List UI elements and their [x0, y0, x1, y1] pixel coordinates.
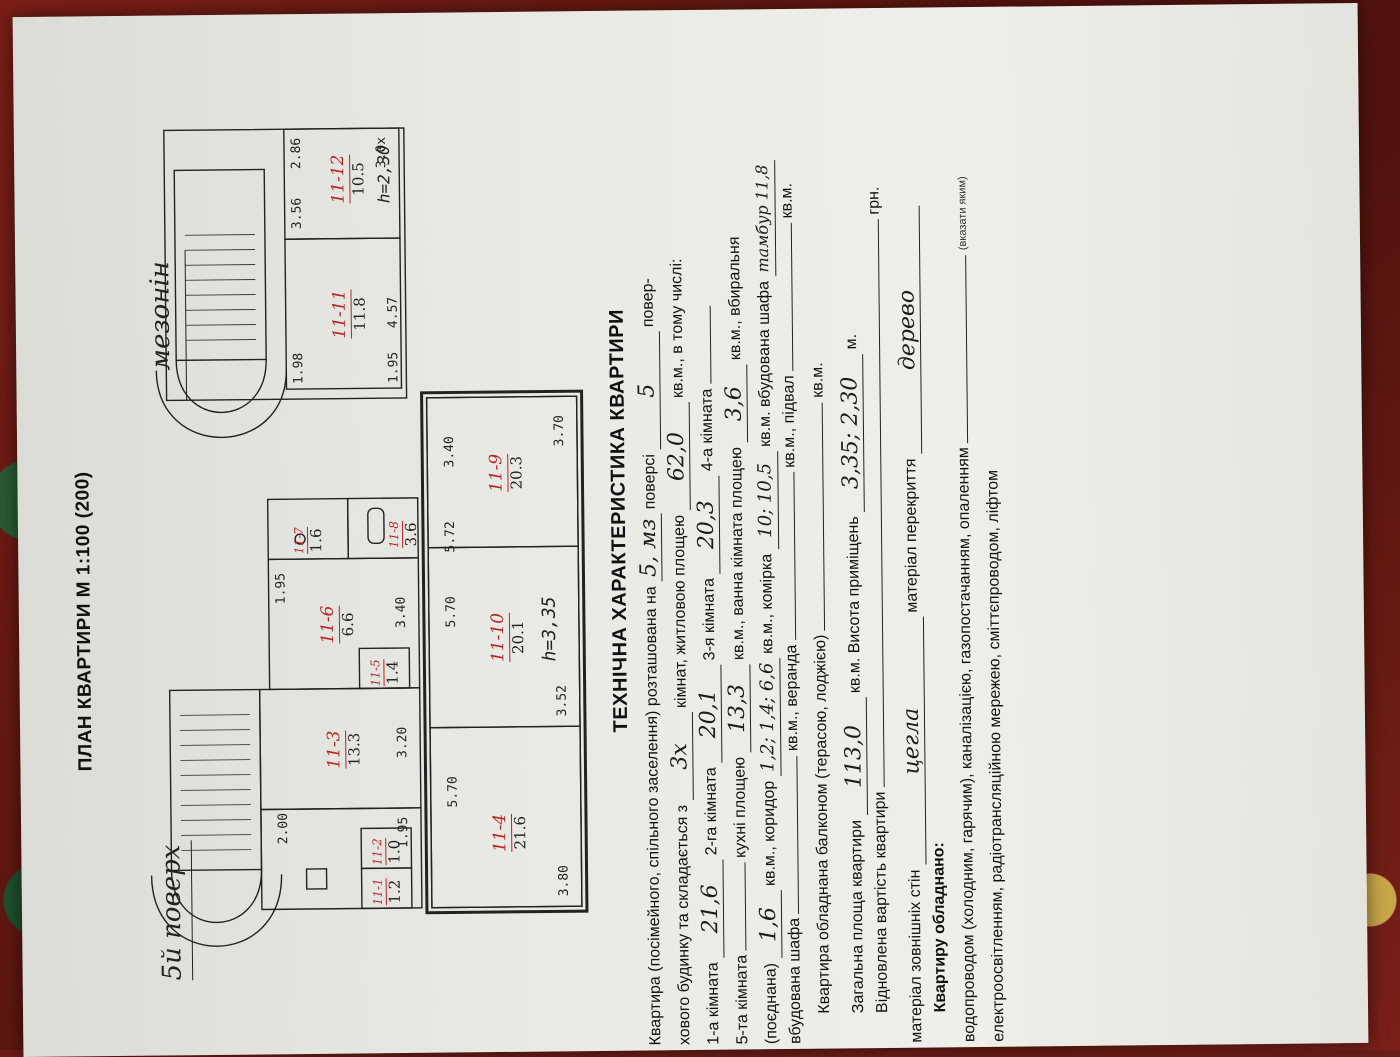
value-floor-material: дерево — [894, 205, 923, 455]
height-main: h=3,35 — [538, 596, 561, 662]
hint: (вказати яким) — [956, 176, 970, 251]
label: 4-а кімната — [698, 388, 717, 472]
tech-characteristics: ТЕХНІЧНА ХАРАКТЕРИСТИКА КВАРТИРИ Квартир… — [602, 0, 1019, 1046]
label: (поєднана) — [762, 962, 781, 1045]
label: кв.м., підвал — [780, 375, 799, 468]
label: поверсі — [641, 454, 659, 510]
label: 2-га кімната — [702, 767, 721, 856]
dimension: 3.40 — [442, 436, 458, 468]
value-living-area: 62,0 — [664, 402, 691, 511]
label: кв.м. — [809, 362, 827, 398]
label: Загальна площа квартири — [848, 819, 868, 1014]
label: кв.м., веранда — [783, 644, 802, 752]
label: кв.м., вбиральня — [725, 236, 745, 361]
value-bathroom: 3,6 — [721, 364, 749, 443]
value-rooms: 3х — [667, 712, 694, 801]
value-storage: 10; 10,5 — [753, 451, 780, 550]
dimension: 3.80 — [556, 864, 572, 897]
label: кв.м. — [778, 182, 796, 219]
label: кімнат, житловою площею — [670, 514, 690, 709]
label: Квартира обладнана балконом (терасою, ло… — [812, 634, 834, 1014]
dimension: 3.20 — [395, 726, 411, 759]
value-room-3: 20,3 — [694, 475, 721, 574]
label: 1-а кімната — [704, 962, 723, 1045]
label: грн. — [865, 186, 883, 215]
label: 5-та кімната — [733, 954, 752, 1045]
label: хового будинку та складається з — [673, 804, 694, 1046]
dimension: 4.57 — [385, 296, 401, 329]
label: кв.м., коридор — [760, 780, 779, 887]
value-kitchen: 13,3 — [725, 664, 752, 753]
label: кухні площею — [731, 756, 750, 858]
value-ceiling-height: 3,35; 2,30 — [837, 353, 865, 513]
label: м. — [842, 333, 861, 350]
dimension: 3.0х — [373, 136, 390, 169]
dimension: 3.70 — [551, 414, 568, 447]
value-total-area: 113,0 — [841, 697, 868, 816]
dimension: 1.95 — [273, 572, 289, 605]
label: Відновлена вартість квартири — [871, 791, 892, 1014]
label: матеріал перекриття — [902, 458, 921, 613]
floor-plan-drawing — [150, 127, 589, 981]
label: повер- — [639, 278, 657, 328]
label: кв.м., ванна кімната площею — [728, 447, 748, 661]
label: вбудована шафа — [786, 917, 805, 1045]
value-floors-total: 5 — [634, 331, 662, 450]
value-corridor: 1,2; 1,4; 6,6 — [755, 658, 782, 777]
dimension: 5.72 — [442, 521, 459, 553]
value-vestibule: тамбур 11,8 — [750, 160, 777, 277]
value-floor: 5, мз — [636, 513, 663, 582]
dimension: 5.70 — [443, 596, 460, 628]
label: кв.м. вбудована шафа — [755, 280, 775, 448]
dimension: 1.95 — [386, 351, 402, 384]
dimension: 2.86 — [288, 137, 305, 170]
dimension: 3.56 — [289, 197, 305, 230]
label: кв.м., комірка — [758, 553, 777, 654]
value-room-2: 20,1 — [696, 664, 723, 763]
dimension: 3.52 — [554, 684, 570, 717]
label: 3-я кімната — [700, 577, 719, 661]
dimension: 1.95 — [395, 816, 412, 849]
label: кв.м., в тому числі: — [668, 258, 687, 399]
value-wc: 1,6 — [756, 890, 783, 959]
label: кв.м. Висота приміщень — [844, 516, 864, 694]
value-room-1: 21,6 — [698, 859, 725, 958]
dimension: 1.98 — [291, 352, 307, 385]
dimension: 3.40 — [393, 596, 410, 629]
label: матеріал зовнішніх стін — [906, 869, 926, 1043]
rotated-sheet: ПЛАН КВАРТИРИ М 1:100 (200) 5й поверх ме… — [42, 0, 1378, 1052]
dimension: 2.00 — [275, 812, 292, 845]
label: Квартира (посімейного, спільного заселен… — [642, 586, 665, 1046]
document-paper: ПЛАН КВАРТИРИ М 1:100 (200) 5й поверх ме… — [12, 2, 1369, 1057]
dimension: 5.70 — [445, 776, 461, 808]
value-wall-material: цегла — [899, 617, 927, 866]
